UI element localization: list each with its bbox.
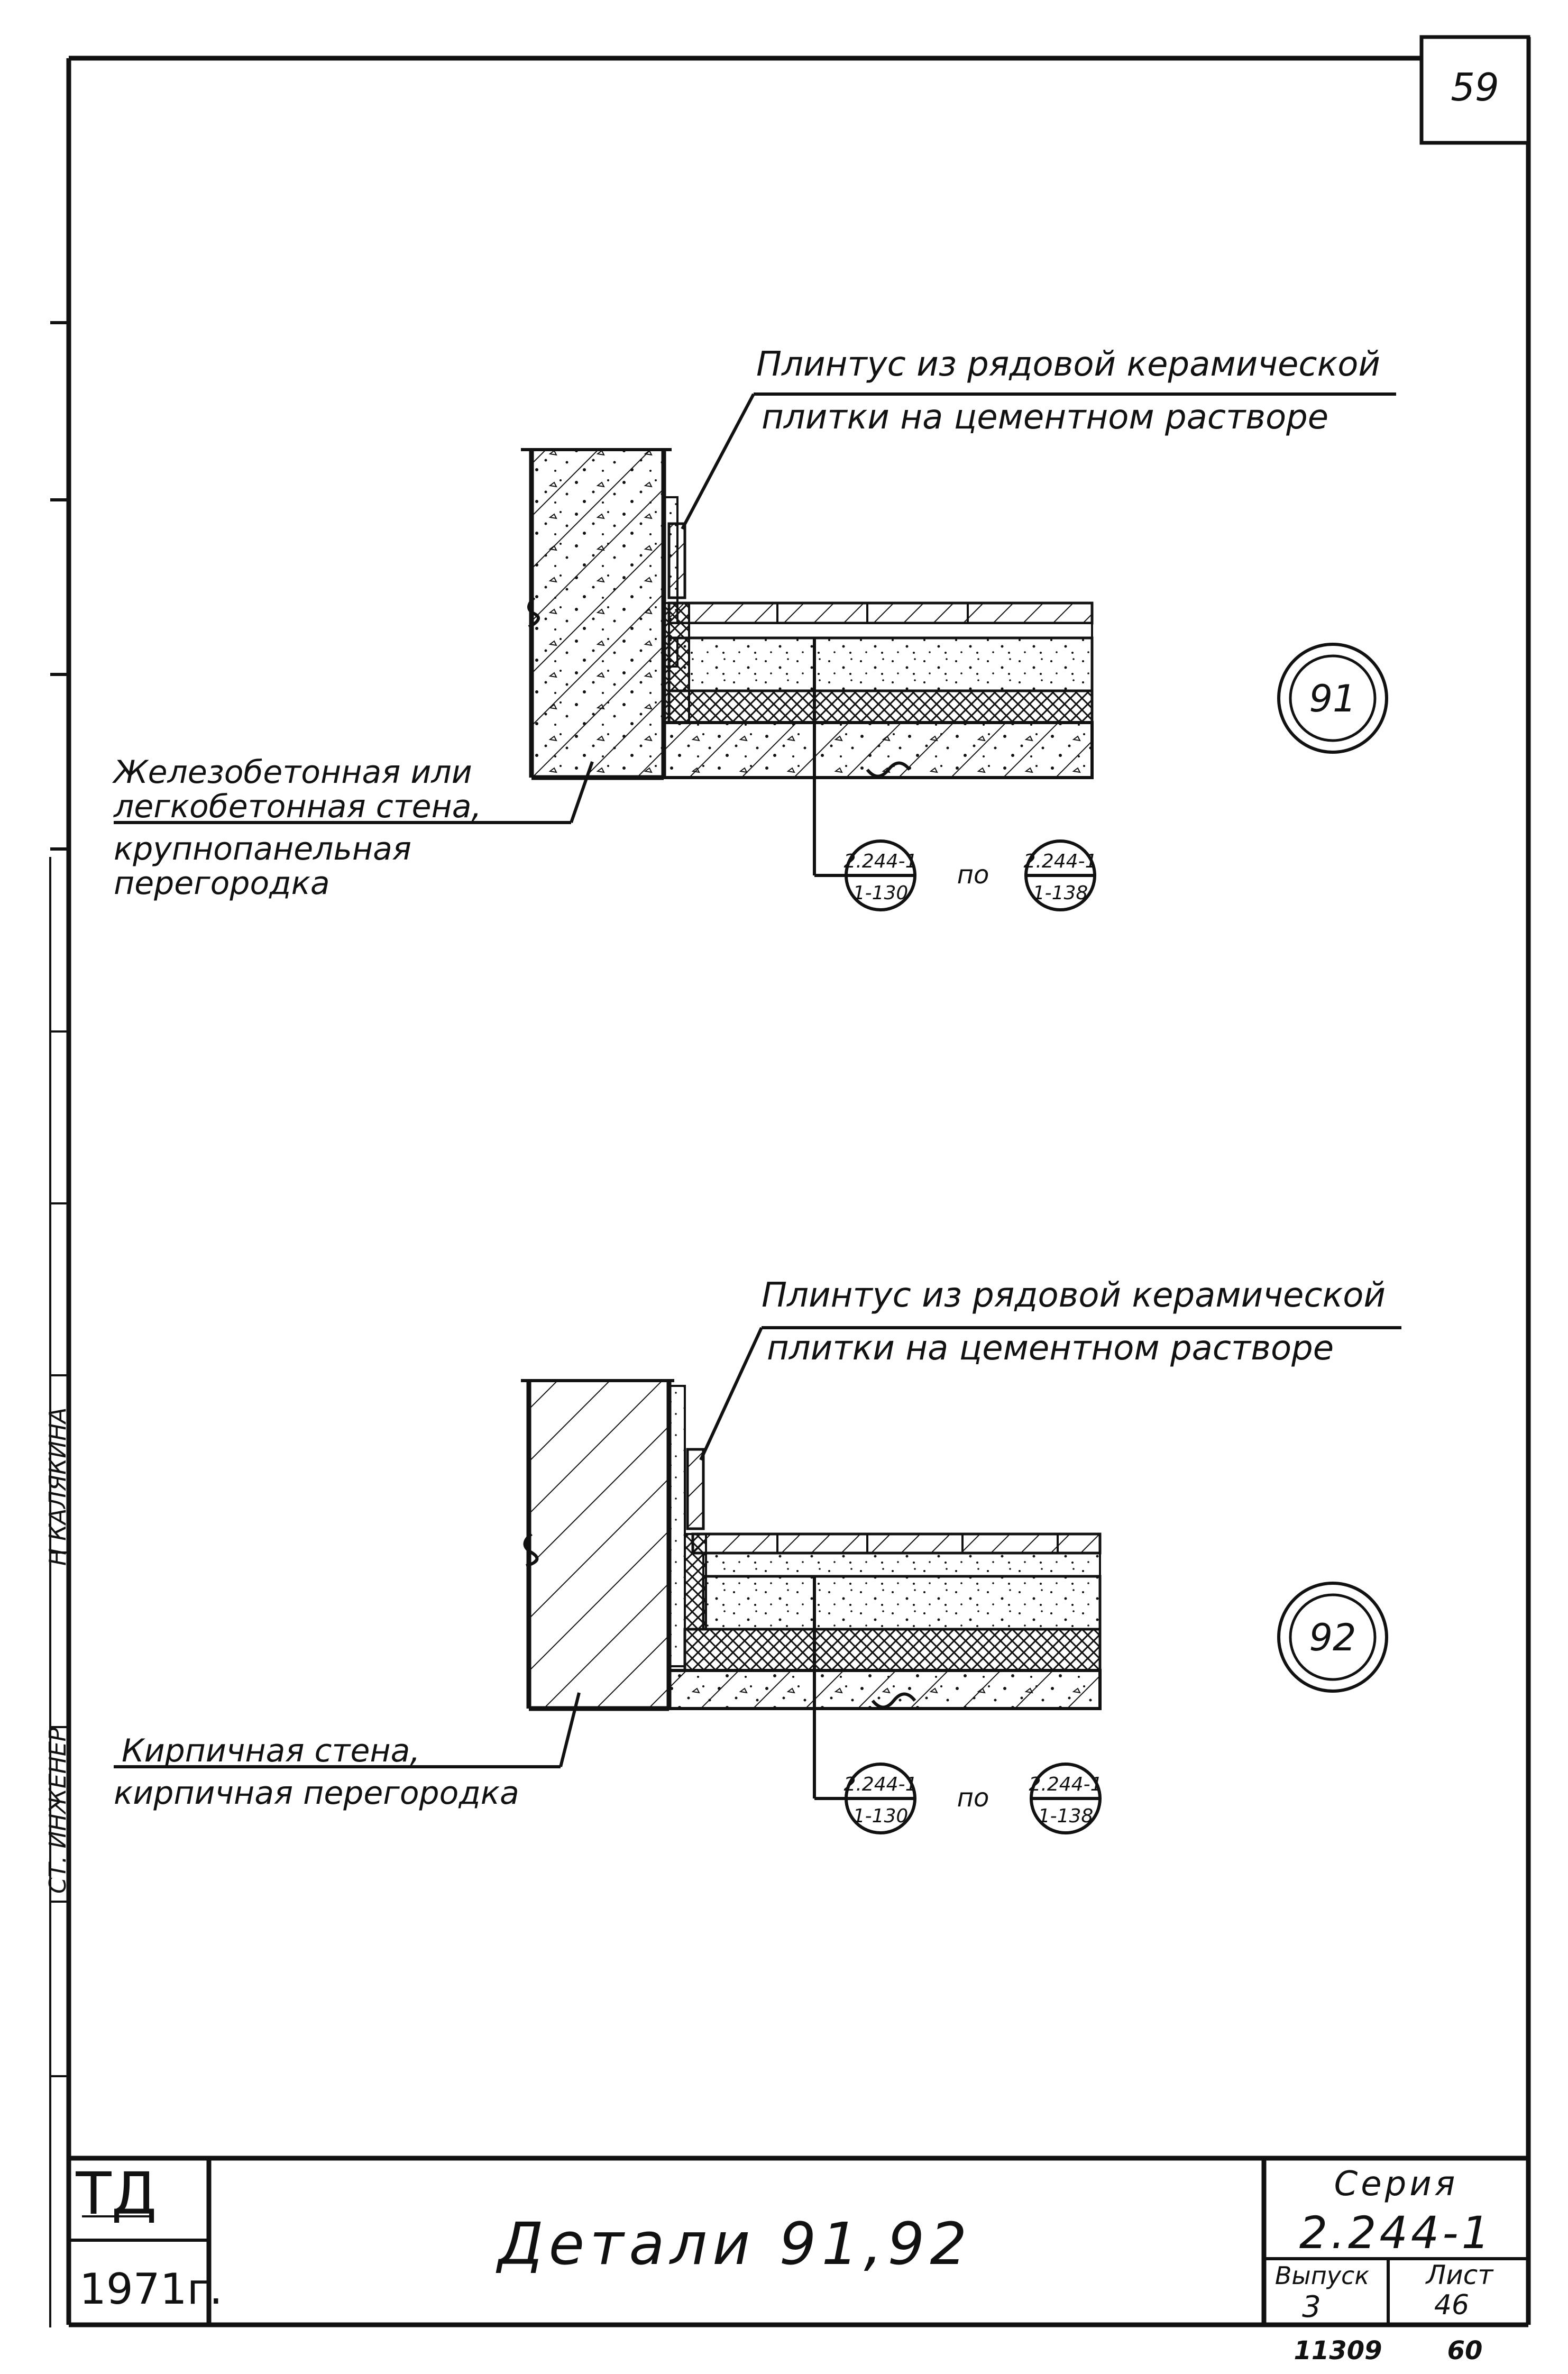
detail-91-baseboard-label-1: Плинтус из рядовой керамической — [756, 345, 1380, 384]
title-block-year: 1971г. — [79, 2265, 223, 2314]
detail-91-ref-from-top: 2.244-1 — [844, 851, 918, 872]
series-value: 2.244-1 — [1299, 2207, 1493, 2259]
detail-91-wall-label-4: перегородка — [114, 865, 330, 902]
detail-92-labels: Плинтус из рядовой керамической плитки н… — [114, 1276, 1386, 1812]
detail-91-ref-from-bottom: 1-130 — [853, 882, 909, 904]
detail-92-wall-label-2: кирпичная перегородка — [114, 1775, 519, 1812]
detail-92-ref-word: по — [957, 1783, 989, 1813]
detail-92-wall-label-1: Кирпичная стена, — [122, 1732, 420, 1769]
detail-91-ref-to-top: 2.244-1 — [1024, 851, 1097, 872]
detail-92-baseboard-label-2: плитки на цементном растворе — [767, 1329, 1334, 1368]
drawing-title: Детали 91,92 — [496, 2210, 973, 2278]
series-label: Серия — [1334, 2165, 1459, 2204]
detail-92-baseboard-label-1: Плинтус из рядовой керамической — [762, 1276, 1386, 1315]
detail-91-ref-word: по — [957, 860, 989, 890]
detail-92-reference-from — [845, 1763, 916, 1834]
detail-91-marker-number: 91 — [1309, 677, 1356, 720]
detail-91-baseboard-label-2: плитки на цементном растворе — [762, 398, 1328, 437]
title-block — [69, 2156, 1528, 2325]
detail-91-wall-label-3: крупнопанельная — [114, 830, 411, 868]
detail-91-wall-label-1: Железобетонная или — [112, 754, 472, 791]
detail-92-marker — [1277, 1582, 1388, 1693]
detail-92-ref-to-bottom: 1-138 — [1038, 1805, 1094, 1827]
sheet-value: 46 — [1434, 2289, 1469, 2321]
detail-91-ref-to-bottom: 1-138 — [1033, 882, 1088, 904]
detail-92-ref-to-top: 2.244-1 — [1029, 1774, 1103, 1795]
footer-archive-number: 11309 — [1294, 2336, 1382, 2366]
detail-91-reference-from — [845, 839, 916, 911]
sheet-frame — [49, 37, 1531, 2327]
side-stamp-upper: Н КАЛЯКИНА — [44, 1408, 71, 1566]
detail-92-ref-from-top: 2.244-1 — [844, 1774, 918, 1795]
detail-91-reference-to — [1024, 839, 1096, 911]
page-number-box — [1419, 35, 1530, 145]
footer-page-count: 60 — [1447, 2336, 1483, 2366]
sheet-label: Лист — [1425, 2260, 1494, 2290]
detail-91-section — [114, 392, 1396, 877]
issue-value: 3 — [1302, 2290, 1321, 2324]
detail-92-marker-number: 92 — [1309, 1616, 1356, 1659]
detail-91-marker — [1277, 643, 1388, 754]
title-block-logo: ТД — [75, 2160, 157, 2227]
page-number: 59 — [1451, 65, 1499, 109]
issue-label: Выпуск — [1275, 2261, 1369, 2290]
detail-92-ref-from-bottom: 1-130 — [853, 1805, 909, 1827]
detail-91-wall-label-2: легкобетонная стена, — [113, 788, 482, 825]
detail-91-labels: Плинтус из рядовой керамической плитки н… — [112, 345, 1380, 902]
detail-92-section — [114, 1326, 1401, 1800]
detail-92-reference-to — [1030, 1763, 1102, 1834]
side-stamp-lower: СТ. ИНЖЕНЕР — [44, 1727, 71, 1894]
